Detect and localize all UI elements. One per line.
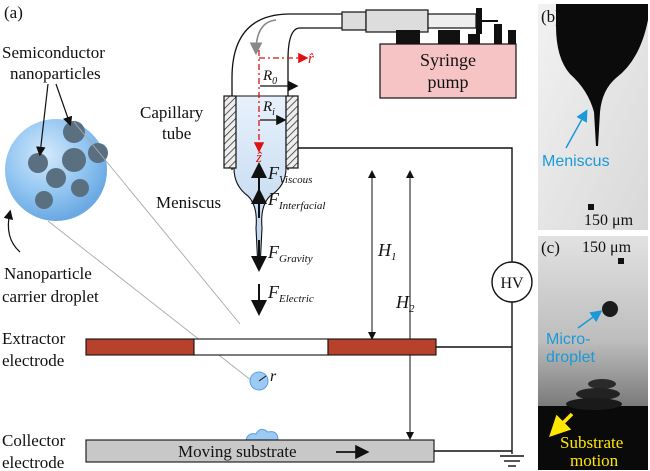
flow-arrow — [249, 19, 277, 56]
panel-c-deposit-1 — [588, 379, 616, 389]
nanoparticle-arrow-1 — [36, 83, 49, 157]
panel-c-microdroplet-arrow — [577, 310, 603, 329]
capillary-label-1: Capillary — [140, 103, 204, 122]
panel-b-scale: 150 μm — [584, 212, 634, 229]
panel-c-motion-label-2: motion — [570, 451, 619, 470]
nanoparticles-label-1: Semiconductor — [2, 43, 105, 62]
panel-b-meniscus — [556, 4, 648, 146]
zoom-line-top — [73, 121, 241, 325]
collector-label-1: Collector — [2, 431, 66, 450]
force-viscous-label: FViscous — [267, 163, 312, 186]
nanoparticle-arrow-2 — [55, 83, 73, 127]
carrier-label-1: Nanoparticle — [4, 264, 92, 283]
carrier-arrow — [3, 209, 21, 253]
r0-label: R0 — [262, 68, 277, 87]
panel-c-scale-bar — [618, 258, 624, 264]
tube-inner-wall — [287, 27, 342, 170]
panel-b-tag: (b) — [541, 7, 561, 26]
meniscus-label: Meniscus — [156, 193, 221, 212]
r-hat-label: r̂ — [308, 51, 314, 67]
panel-c-motion-arrow — [549, 412, 574, 437]
capillary-wall-right — [285, 95, 299, 169]
nanoparticles-label-2: nanoparticles — [10, 64, 101, 83]
syringe-pump-label-1: Syringe — [420, 50, 476, 70]
collector-label-2: electrode — [2, 453, 64, 471]
panel-c-deposit-2 — [576, 388, 620, 400]
panel-c-deposit-3 — [566, 398, 622, 410]
panel-c-microdroplet-label-1: Micro- — [546, 331, 590, 348]
hv-wire-top — [298, 147, 513, 262]
tube-outer-wall — [231, 13, 342, 170]
force-interfacial-label: FInterfacial — [267, 189, 325, 212]
h2-label: H2 — [395, 292, 415, 315]
ri-label: Ri — [262, 99, 275, 118]
panel-c-scale: 150 μm — [582, 239, 632, 256]
hv-source — [491, 261, 533, 303]
panel-a-tag: (a) — [4, 3, 23, 22]
nanoparticle-carrier-droplet — [5, 119, 108, 221]
droplet-radius-line — [258, 375, 267, 382]
extractor-gap — [193, 338, 329, 356]
extractor-electrode-left — [85, 338, 195, 356]
extractor-electrode-right — [327, 338, 437, 356]
panel-c-tag: (c) — [541, 238, 560, 257]
droplet-radius-label: r — [270, 368, 277, 385]
carrier-label-2: carrier droplet — [2, 287, 99, 306]
panel-c-motion-label-1: Substrate — [560, 433, 623, 452]
capillary-label-2: tube — [162, 124, 191, 143]
extractor-label-2: electrode — [2, 351, 64, 370]
panel-b-meniscus-label: Meniscus — [542, 153, 610, 170]
syringe-pump-box — [379, 43, 517, 99]
capillary-wall-left — [223, 95, 237, 169]
deposited-droplet — [245, 428, 279, 441]
panel-b-meniscus-arrow — [565, 109, 588, 149]
syringe — [341, 8, 516, 44]
panel-c-microdroplet — [602, 301, 618, 317]
substrate-label: Moving substrate — [178, 442, 297, 461]
collector-substrate — [85, 439, 435, 463]
hv-label: HV — [500, 275, 524, 292]
ground-icon — [500, 455, 524, 467]
syringe-pump-label-2: pump — [427, 72, 468, 92]
force-electric-label: FElectric — [267, 282, 314, 305]
panel-c-microdroplet-label-2: droplet — [546, 349, 595, 366]
h1-label: H1 — [377, 240, 397, 263]
panel-b-scale-bar — [588, 204, 594, 210]
z-hat-label: ẑ — [255, 150, 262, 166]
extractor-label-1: Extractor — [2, 329, 66, 348]
force-gravity-label: FGravity — [267, 242, 313, 265]
